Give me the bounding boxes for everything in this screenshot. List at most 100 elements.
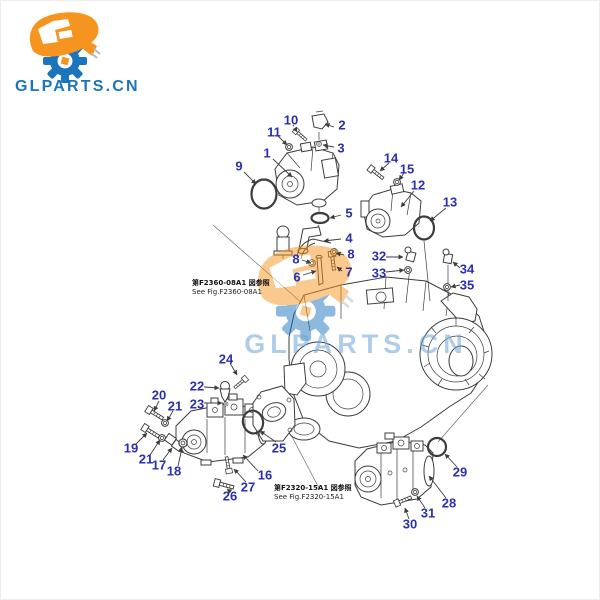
leader-line-34-35 [452, 261, 461, 269]
callout-32-33: 32 [372, 249, 386, 264]
callout-19-19: 19 [124, 441, 138, 456]
callout-27-28: 27 [241, 480, 255, 495]
leader-line-21-21 [166, 410, 174, 422]
callout-22-23: 22 [190, 379, 204, 394]
leader-line-21-22 [149, 439, 161, 456]
leader-line-4-3 [323, 237, 342, 243]
callout-17-17: 17 [152, 458, 166, 473]
bolt-part-19 [140, 423, 162, 441]
leader-line-24-25 [229, 362, 238, 376]
pump-part-1 [274, 132, 340, 232]
leader-line-8-8 [335, 251, 345, 257]
leader-line-15-15 [398, 172, 405, 181]
bolt-part-24 [232, 374, 250, 391]
brand-logo-art [28, 11, 101, 84]
o-ring-part-13 [412, 215, 436, 241]
svg-text:See Fig.F2360-08A1: See Fig.F2360-08A1 [192, 288, 262, 296]
callout-24-25: 24 [219, 352, 234, 367]
callout-20-20: 20 [152, 388, 166, 403]
watermark-text: GLPARTS.CN [244, 329, 468, 359]
washer-part-31 [411, 488, 419, 496]
o-ring-part-9 [250, 178, 278, 210]
bolt-part-10 [291, 126, 309, 143]
callout-30-31: 30 [403, 517, 417, 532]
callout-2-1: 2 [338, 118, 345, 133]
leader-line-9-9 [243, 171, 257, 185]
washer-part-35 [443, 283, 451, 291]
svg-text:第F2320-15A1 図参照: 第F2320-15A1 図参照 [274, 483, 352, 492]
callout-6-5: 6 [293, 270, 300, 285]
callout-31-32: 31 [421, 506, 435, 521]
callout-33-34: 33 [372, 266, 386, 281]
leader-line-26-27 [226, 488, 233, 494]
leader-line-22-23 [203, 385, 220, 391]
sensor-part-22 [219, 381, 231, 403]
brand-logo [28, 11, 101, 84]
callout-29-30: 29 [453, 465, 467, 480]
leader-line-3-2 [322, 143, 335, 149]
callout-34-35: 34 [460, 262, 475, 277]
callout-21-21: 21 [168, 399, 182, 414]
callout-3-2: 3 [337, 141, 344, 156]
callout-16-16: 16 [258, 468, 272, 483]
leader-line-11-11 [277, 135, 288, 146]
leader-line-6-5 [302, 269, 317, 276]
callout-1-0: 1 [263, 146, 270, 161]
o-ring-part-25 [241, 409, 265, 435]
leader-line-27-28 [233, 468, 247, 483]
main-case [283, 276, 493, 449]
svg-text:See Fig.F2320-15A1: See Fig.F2320-15A1 [274, 493, 344, 501]
leader-line-35-36 [450, 283, 461, 289]
leader-line-18-18 [177, 447, 184, 467]
leader-line-33-34 [385, 268, 405, 273]
callout-11-11: 11 [267, 125, 281, 140]
callout-14-14: 14 [384, 151, 399, 166]
callout-25-26: 25 [272, 441, 286, 456]
callout-5-4: 5 [345, 206, 352, 221]
leader-line-8-7 [301, 259, 312, 264]
leader-line-13-13 [429, 207, 447, 222]
bolt-part-14 [366, 164, 386, 182]
callout-10-10: 10 [284, 113, 298, 128]
leader-line-25-26 [259, 430, 277, 443]
note-2: 第F2320-15A1 図参照 See Fig.F2320-15A1 [274, 483, 352, 501]
callout-15-15: 15 [400, 162, 414, 177]
washer-part-33 [404, 266, 412, 274]
leader-line-7-6 [336, 266, 343, 272]
leader-line-10-10 [292, 124, 298, 133]
pump-part-12 [360, 183, 431, 302]
svg-text:第F2360-08A1 図参照: 第F2360-08A1 図参照 [192, 278, 270, 287]
leader-line-28-29 [428, 475, 447, 499]
callout-13-13: 13 [443, 195, 457, 210]
callout-8-7: 8 [292, 252, 299, 267]
leader-line-31-32 [416, 495, 426, 509]
note-1: 第F2360-08A1 図参照 See Fig.F2360-08A1 [192, 278, 270, 296]
callout-23-24: 23 [190, 397, 204, 412]
plug-part-2 [311, 110, 329, 130]
leader-line-17-17 [162, 447, 173, 461]
ring-part-18 [178, 438, 188, 448]
callout-21-22: 21 [139, 452, 153, 467]
o-ring-part-5 [310, 211, 330, 225]
brand-wordmark: GLPARTS.CN [15, 78, 140, 95]
fitting-part-32 [404, 246, 417, 304]
leader-line-20-20 [153, 400, 160, 412]
o-ring-part-29 [426, 436, 448, 458]
bolt-part-20 [144, 405, 166, 423]
callout-8-8: 8 [347, 247, 354, 262]
leader-line-2-1 [324, 123, 335, 128]
callout-7-6: 7 [345, 265, 352, 280]
callout-28-29: 28 [442, 496, 456, 511]
pin-part-23 [223, 401, 229, 407]
leader-line-30-31 [404, 507, 410, 520]
leader-line-12-12 [400, 190, 415, 208]
leader-line-14-14 [379, 162, 390, 172]
callout-12-12: 12 [411, 178, 425, 193]
callout-4-3: 4 [345, 231, 353, 246]
leader-line-5-4 [329, 214, 342, 220]
leader-line-1-0 [272, 158, 293, 178]
callout-35-36: 35 [460, 278, 474, 293]
